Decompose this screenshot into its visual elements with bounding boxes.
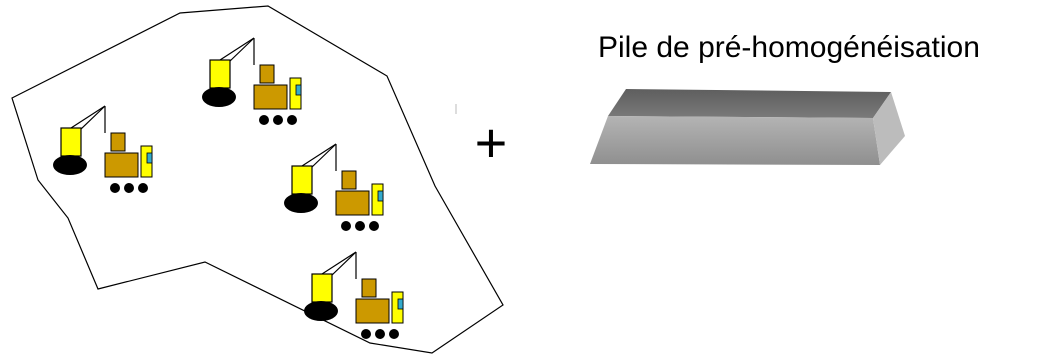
excavator-unit-4 (303, 251, 404, 340)
excavator-unit-1 (201, 37, 302, 126)
quarry-boundary (11, 5, 504, 354)
excavator-unit-3 (283, 143, 384, 232)
excavator-unit-2 (52, 105, 153, 194)
plus-symbol: + (475, 111, 508, 174)
pile-shape (590, 89, 905, 165)
pile-label: Pile de pré-homogénéisation (598, 31, 980, 64)
